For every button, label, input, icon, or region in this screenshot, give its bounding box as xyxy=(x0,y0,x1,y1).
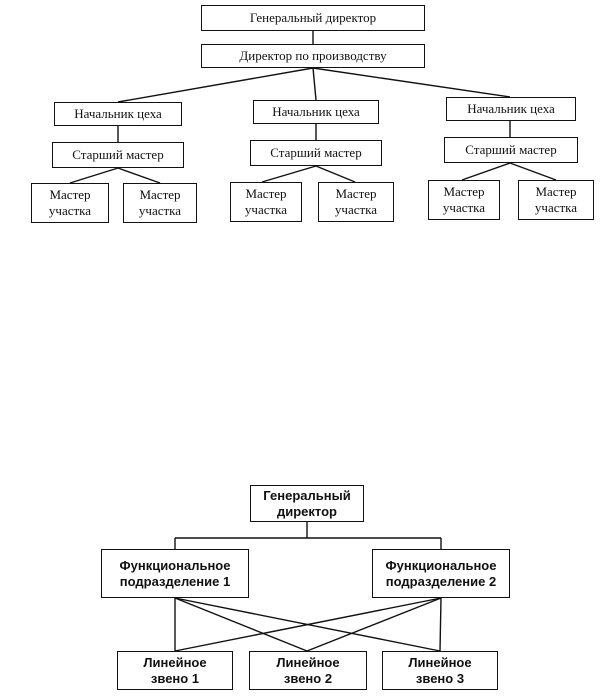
section-master-box-2a: Мастер участка xyxy=(230,182,302,222)
section-master-line2: участка xyxy=(48,203,92,218)
bottom-director-line2: директор xyxy=(277,503,337,519)
section-master-line2: участка xyxy=(442,200,486,215)
senior-master-box-3: Старший мастер xyxy=(444,137,578,163)
connector-f2-to-l3 xyxy=(439,597,442,652)
workshop-head-label: Начальник цеха xyxy=(74,106,162,121)
connector-senior-3-to-master-b xyxy=(509,162,557,181)
workshop-head-box-3: Начальник цеха xyxy=(446,97,576,121)
general-director-label: Генеральный директор xyxy=(249,10,377,25)
senior-master-label: Старший мастер xyxy=(270,145,362,160)
connector-senior-2-to-master-a xyxy=(261,165,317,183)
functional-division-line1: Функциональное xyxy=(385,557,497,573)
bottom-director-line1: Генеральный xyxy=(263,487,351,503)
linear-unit-line1: Линейное xyxy=(276,654,340,670)
linear-unit-box-3: Линейное звено 3 xyxy=(382,651,498,690)
section-master-box-3b: Мастер участка xyxy=(518,180,594,220)
linear-unit-line1: Линейное xyxy=(408,654,472,670)
linear-unit-line2: звено 1 xyxy=(150,670,200,686)
functional-division-line2: подразделение 1 xyxy=(119,573,231,589)
workshop-head-label: Начальник цеха xyxy=(272,104,360,119)
functional-division-line1: Функциональное xyxy=(119,557,231,573)
connector-production-to-head-1 xyxy=(117,67,314,103)
section-master-line2: участка xyxy=(334,202,378,217)
connector-senior-1-to-master-a xyxy=(69,167,119,184)
linear-unit-box-1: Линейное звено 1 xyxy=(117,651,233,690)
general-director-box: Генеральный директор xyxy=(201,5,425,31)
connector-f1-to-l2 xyxy=(174,597,308,652)
workshop-head-box-2: Начальник цеха xyxy=(253,100,379,124)
connector-senior-1-to-master-b xyxy=(117,167,161,184)
connector-production-to-head-2 xyxy=(312,67,317,101)
bottom-general-director-box: Генеральный директор xyxy=(250,485,364,522)
senior-master-box-1: Старший мастер xyxy=(52,142,184,168)
connector-f2-to-l1 xyxy=(174,597,442,652)
linear-unit-line2: звено 2 xyxy=(283,670,333,686)
section-master-line2: участка xyxy=(244,202,288,217)
functional-division-box-1: Функциональное подразделение 1 xyxy=(101,549,249,598)
workshop-head-label: Начальник цеха xyxy=(467,101,555,116)
production-director-label: Директор по производству xyxy=(239,48,387,63)
section-master-box-1b: Мастер участка xyxy=(123,183,197,223)
connector-production-to-head-3 xyxy=(312,67,511,98)
functional-division-line2: подразделение 2 xyxy=(385,573,497,589)
linear-unit-box-2: Линейное звено 2 xyxy=(249,651,367,690)
senior-master-label: Старший мастер xyxy=(72,147,164,162)
section-master-line2: участка xyxy=(138,203,182,218)
linear-unit-line1: Линейное xyxy=(143,654,207,670)
connector-senior-3-to-master-a xyxy=(461,162,511,181)
section-master-line2: участка xyxy=(534,200,578,215)
functional-division-box-2: Функциональное подразделение 2 xyxy=(372,549,510,598)
section-master-box-2b: Мастер участка xyxy=(318,182,394,222)
section-master-line1: Мастер xyxy=(49,187,91,202)
section-master-line1: Мастер xyxy=(139,187,181,202)
production-director-box: Директор по производству xyxy=(201,44,425,68)
section-master-line1: Мастер xyxy=(443,184,485,199)
section-master-line1: Мастер xyxy=(245,186,287,201)
connector-senior-2-to-master-b xyxy=(315,165,356,183)
connector-f2-to-l2 xyxy=(306,597,442,652)
linear-unit-line2: звено 3 xyxy=(415,670,465,686)
section-master-box-3a: Мастер участка xyxy=(428,180,500,220)
workshop-head-box-1: Начальник цеха xyxy=(54,102,182,126)
section-master-line1: Мастер xyxy=(335,186,377,201)
section-master-line1: Мастер xyxy=(535,184,577,199)
section-master-box-1a: Мастер участка xyxy=(31,183,109,223)
senior-master-box-2: Старший мастер xyxy=(250,140,382,166)
senior-master-label: Старший мастер xyxy=(465,142,557,157)
